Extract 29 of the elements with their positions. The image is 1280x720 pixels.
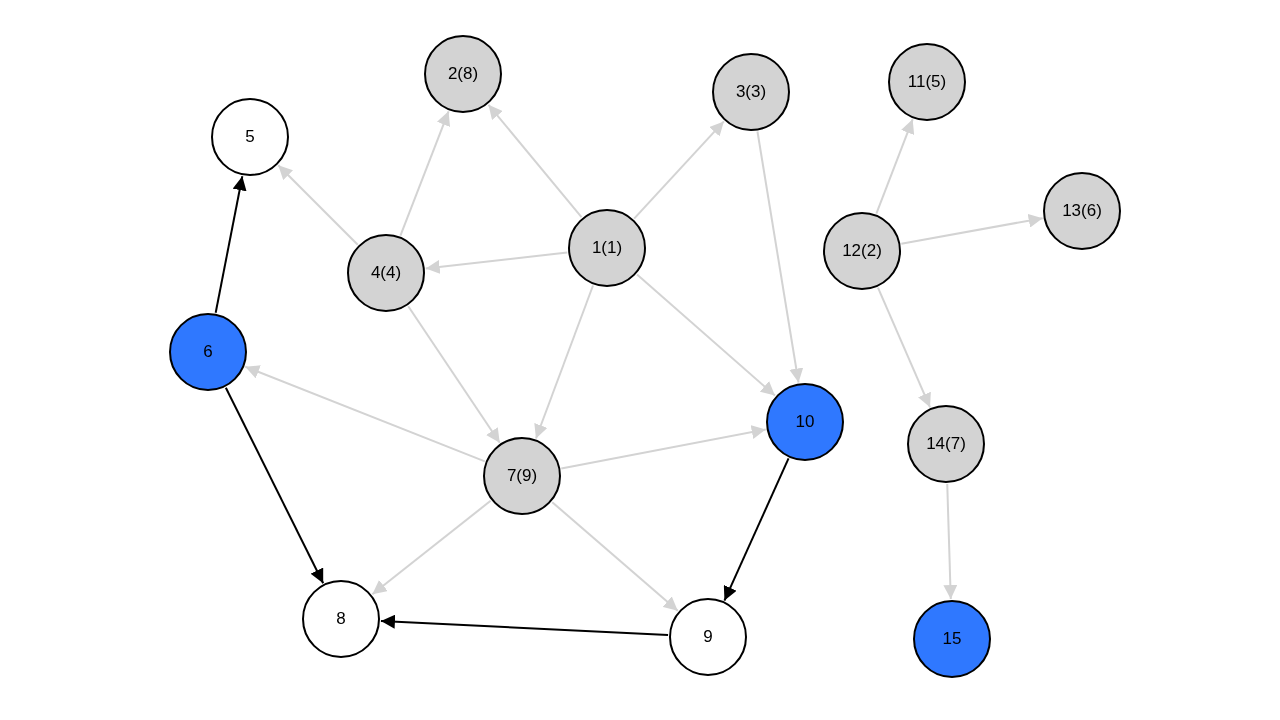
node-label: 5 (245, 126, 255, 149)
arrow (633, 120, 725, 220)
node-label: 12(2) (842, 240, 882, 263)
arrow (560, 425, 767, 470)
node-label: 10 (795, 411, 815, 434)
node-label: 3(3) (735, 81, 767, 104)
arrow (756, 130, 804, 384)
node-label: 14(7) (926, 433, 966, 456)
arrow (900, 213, 1044, 245)
arrow (551, 501, 679, 612)
node-label: 4(4) (370, 262, 402, 285)
node-label: 6 (203, 341, 213, 364)
arrow (214, 175, 247, 314)
node-label: 7(9) (506, 465, 538, 488)
arrow (371, 499, 492, 596)
node-label: 15 (942, 628, 962, 651)
node-label: 2(8) (447, 63, 479, 86)
arrow (636, 273, 776, 397)
arrow (943, 483, 958, 600)
arrow (487, 103, 583, 219)
arrow (379, 614, 670, 637)
node-label: 9 (703, 626, 713, 649)
node-label: 1(1) (591, 237, 623, 260)
node-label: 11(5) (907, 71, 947, 94)
node-label: 8 (336, 608, 346, 631)
arrow (277, 164, 359, 246)
node-label: 13(6) (1062, 200, 1102, 223)
arrow (424, 251, 569, 274)
arrow (407, 305, 501, 444)
